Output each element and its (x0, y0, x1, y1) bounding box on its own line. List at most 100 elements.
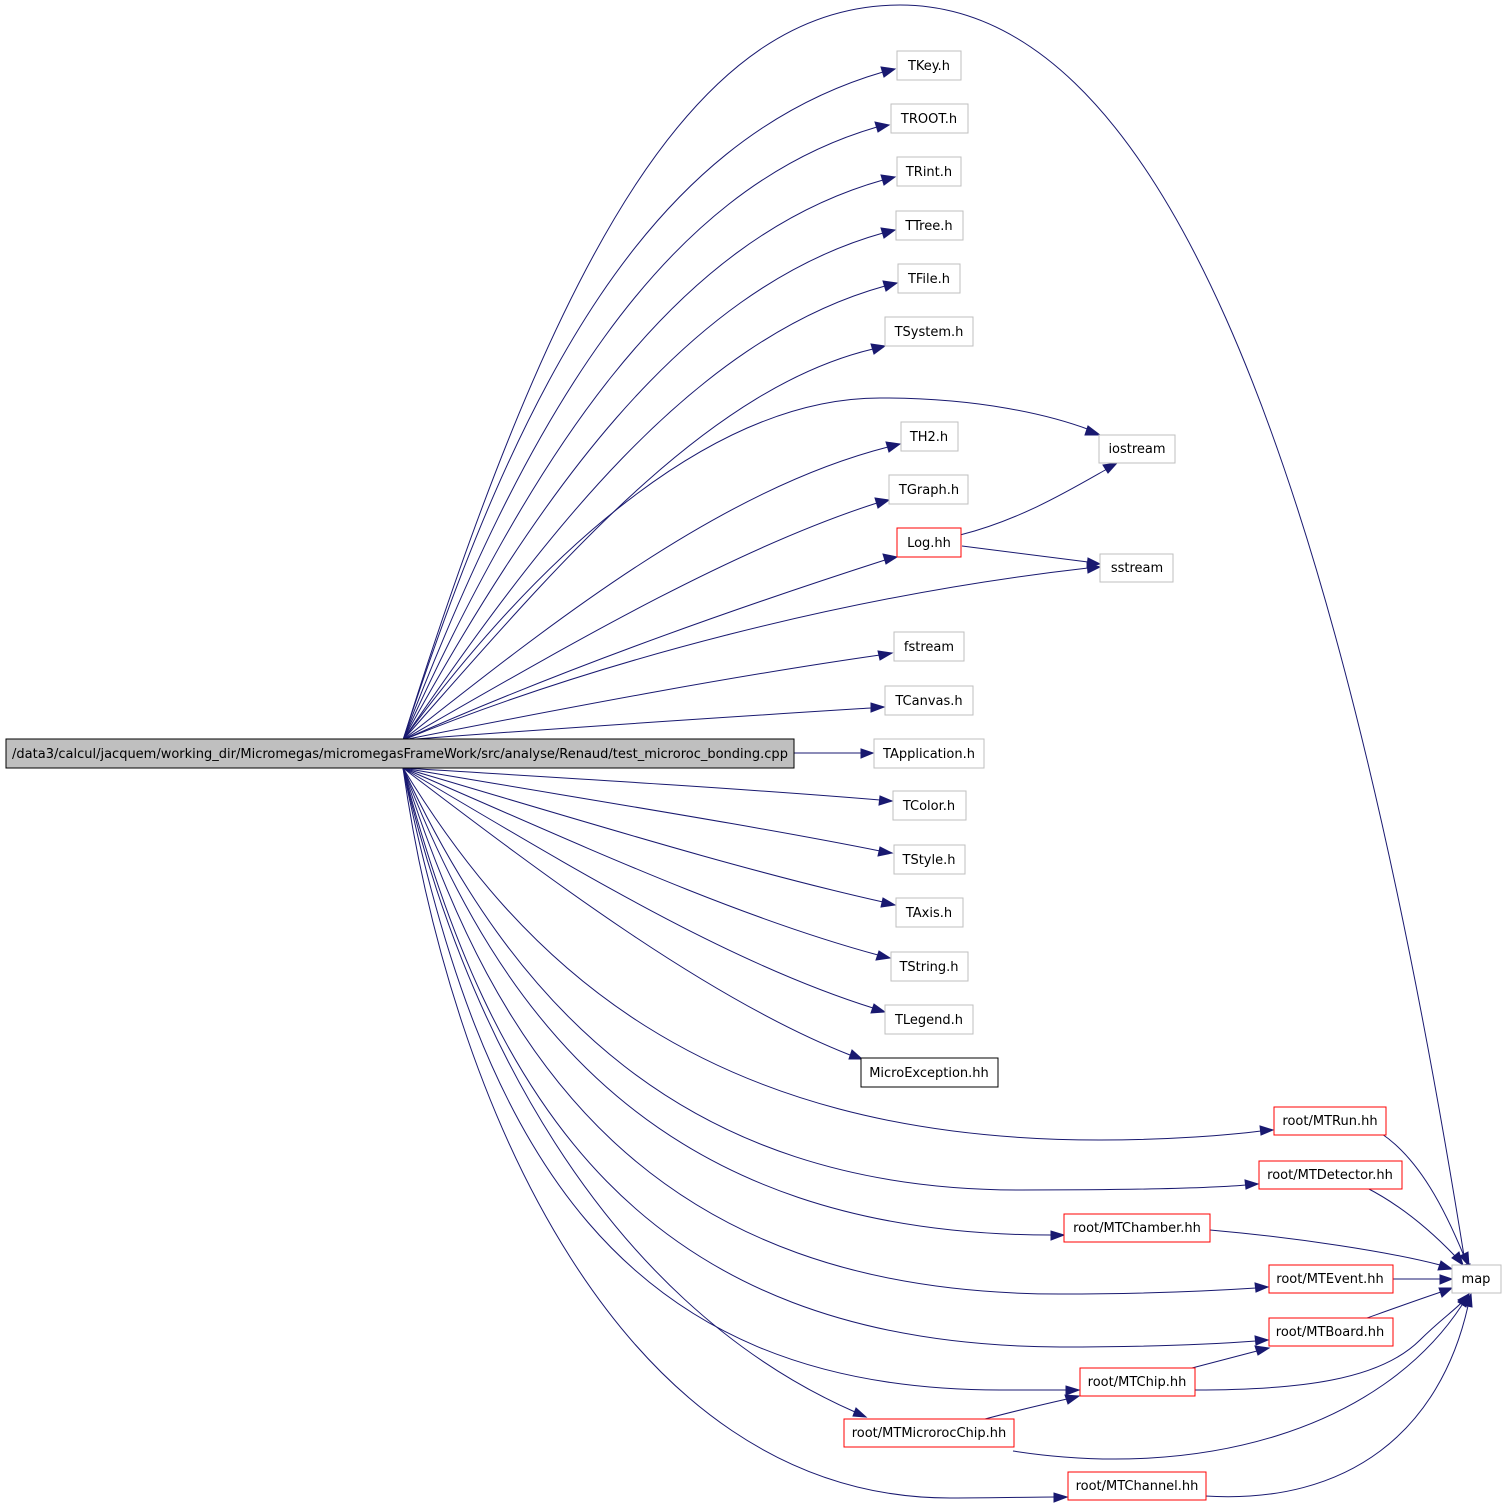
edge-root-mtchip (402, 767, 1067, 1391)
edge-root-tlegend (402, 767, 874, 1009)
nodes: /data3/calcul/jacquem/working_dir/Microm… (5, 50, 1502, 1501)
edge-mtchamber-map (1209, 1229, 1441, 1266)
svg-text:Log.hh: Log.hh (907, 536, 951, 551)
arrow-root-microexception (848, 1049, 864, 1060)
svg-text:root/MTDetector.hh: root/MTDetector.hh (1267, 1168, 1393, 1183)
node-root[interactable]: /data3/calcul/jacquem/working_dir/Microm… (5, 738, 795, 769)
edge-root-tsystem (402, 348, 874, 741)
svg-text:MicroException.hh: MicroException.hh (869, 1066, 989, 1081)
arrow-root-ttree (880, 227, 897, 239)
node-mtchip[interactable]: root/MTChip.hh (1079, 1367, 1196, 1397)
node-tfile[interactable]: TFile.h (897, 263, 961, 294)
node-th2[interactable]: TH2.h (900, 421, 959, 452)
edge-root-sstream (402, 567, 1089, 741)
arrow-root-tstring (875, 950, 892, 961)
edge-log-iostream (959, 468, 1108, 536)
svg-text:TSystem.h: TSystem.h (894, 325, 964, 340)
edge-root-tcanvas (402, 707, 872, 741)
arrow-root-tfile (882, 280, 899, 292)
edge-root-tkey (402, 71, 884, 741)
node-tstyle[interactable]: TStyle.h (893, 844, 966, 875)
edge-root-map (402, 4, 1466, 1263)
node-mtmicroroc[interactable]: root/MTMicrorocChip.hh (843, 1418, 1015, 1448)
svg-text:TStyle.h: TStyle.h (902, 853, 956, 868)
arrow-mtrun-map (1459, 1251, 1470, 1268)
node-mtchannel[interactable]: root/MTChannel.hh (1067, 1471, 1207, 1501)
svg-text:fstream: fstream (904, 640, 954, 655)
svg-text:TApplication.h: TApplication.h (882, 747, 975, 762)
node-fstream[interactable]: fstream (893, 631, 965, 662)
svg-text:TKey.h: TKey.h (907, 59, 950, 74)
arrow-root-tlegend (870, 1003, 887, 1014)
arrow-root-mtevent (1254, 1282, 1270, 1293)
arrow-root-mtchannel (1053, 1492, 1069, 1503)
arrow-root-tsystem (870, 343, 887, 355)
arrow-root-taxis (880, 897, 897, 908)
node-ttree[interactable]: TTree.h (895, 210, 964, 241)
svg-text:TCanvas.h: TCanvas.h (894, 694, 962, 709)
node-mtboard[interactable]: root/MTBoard.hh (1268, 1317, 1394, 1347)
edge-root-troot (402, 126, 878, 741)
node-tsystem[interactable]: TSystem.h (884, 316, 974, 347)
svg-text:TFile.h: TFile.h (907, 272, 950, 287)
edge-mtrun-map (1381, 1133, 1465, 1257)
edge-root-fstream (402, 654, 881, 741)
edges (402, 4, 1473, 1503)
node-tgraph[interactable]: TGraph.h (888, 474, 969, 505)
arrow-root-troot (874, 121, 891, 133)
arrow-root-mtmicroroc (852, 1407, 868, 1418)
arrow-root-mtdetector (1244, 1179, 1260, 1190)
svg-text:TTree.h: TTree.h (904, 219, 952, 234)
arrow-mtchip-board (1254, 1345, 1271, 1356)
node-tapplication[interactable]: TApplication.h (873, 738, 985, 769)
node-mtrun[interactable]: root/MTRun.hh (1273, 1106, 1387, 1136)
arrow-root-mtchip (1065, 1385, 1081, 1396)
edge-root-tcolor (402, 767, 881, 801)
svg-text:TROOT.h: TROOT.h (900, 112, 957, 127)
edge-root-tstyle (402, 767, 881, 852)
edge-root-mtmicroroc (402, 767, 856, 1413)
node-mtdetector[interactable]: root/MTDetector.hh (1258, 1160, 1403, 1190)
node-trint[interactable]: TRint.h (896, 156, 962, 187)
svg-text:root/MTRun.hh: root/MTRun.hh (1282, 1114, 1377, 1129)
svg-text:sstream: sstream (1111, 561, 1163, 576)
node-map[interactable]: map (1451, 1264, 1502, 1294)
svg-text:TLegend.h: TLegend.h (894, 1013, 963, 1028)
arrow-mtchamber-map (1437, 1260, 1454, 1271)
arrow-root-mtrun (1259, 1125, 1275, 1136)
edge-mtchannel-map (1204, 1305, 1469, 1498)
svg-text:root/MTMicrorocChip.hh: root/MTMicrorocChip.hh (852, 1426, 1007, 1441)
svg-text:root/MTChamber.hh: root/MTChamber.hh (1073, 1221, 1201, 1236)
arrow-root-mtchamber (1050, 1230, 1066, 1241)
edge-root-mtdetector (402, 767, 1247, 1191)
edge-root-th2 (402, 446, 889, 741)
edge-root-iostream (402, 397, 1091, 741)
node-sstream[interactable]: sstream (1099, 553, 1174, 583)
node-microexception[interactable]: MicroException.hh (860, 1057, 999, 1088)
node-log[interactable]: Log.hh (896, 527, 962, 558)
node-tcolor[interactable]: TColor.h (892, 790, 967, 821)
edge-root-taxis (402, 767, 884, 903)
edge-root-tgraph (402, 502, 878, 741)
node-mtevent[interactable]: root/MTEvent.hh (1268, 1264, 1394, 1294)
edge-root-mtevent (402, 767, 1257, 1295)
svg-text:TColor.h: TColor.h (902, 799, 955, 814)
edge-root-tfile (402, 285, 886, 741)
node-mtchamber[interactable]: root/MTChamber.hh (1063, 1213, 1211, 1243)
edge-root-mtchamber (402, 767, 1052, 1236)
svg-text:TH2.h: TH2.h (909, 430, 948, 445)
node-iostream[interactable]: iostream (1098, 434, 1176, 464)
edge-mtchip-board (1191, 1350, 1258, 1369)
node-tcanvas[interactable]: TCanvas.h (884, 685, 974, 716)
svg-text:root/MTEvent.hh: root/MTEvent.hh (1276, 1272, 1383, 1287)
arrow-root-trint (880, 174, 897, 186)
node-taxis[interactable]: TAxis.h (895, 897, 964, 928)
node-tkey[interactable]: TKey.h (896, 50, 962, 81)
edge-mtboard-map (1366, 1291, 1442, 1319)
node-troot[interactable]: TROOT.h (890, 103, 969, 134)
svg-text:root/MTChannel.hh: root/MTChannel.hh (1076, 1479, 1199, 1494)
node-tstring[interactable]: TString.h (890, 951, 969, 982)
arrow-log-sstream (1086, 557, 1102, 568)
node-tlegend[interactable]: TLegend.h (884, 1004, 974, 1035)
